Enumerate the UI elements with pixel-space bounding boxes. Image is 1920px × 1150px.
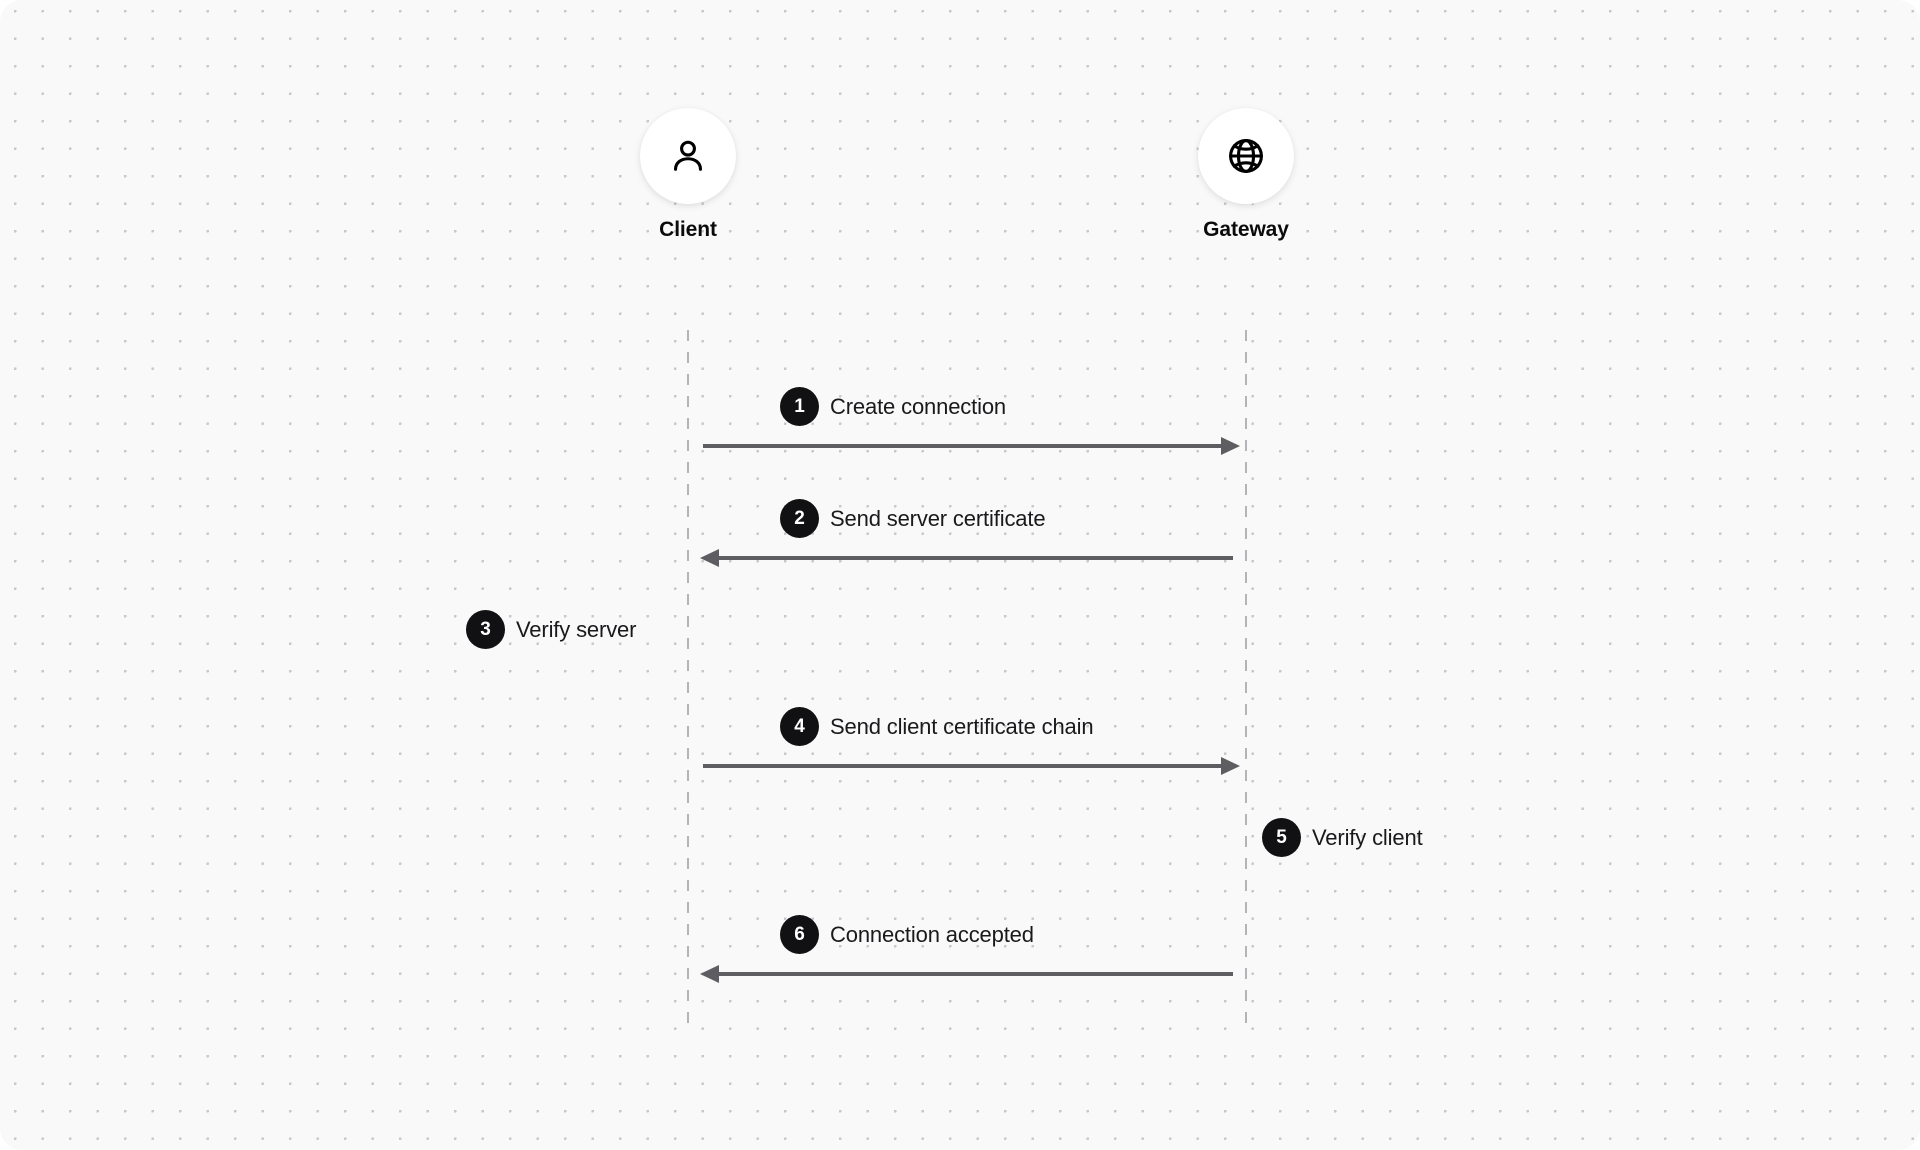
- arrow-shaft: [703, 444, 1225, 448]
- message-label-5[interactable]: 5 Verify client: [1262, 818, 1423, 857]
- arrow-shaft: [715, 556, 1233, 560]
- message-text-3: Verify server: [516, 616, 637, 642]
- step-badge-3: 3: [466, 610, 505, 649]
- arrow-head-left: [700, 965, 719, 983]
- message-label-6[interactable]: 6 Connection accepted: [780, 915, 1034, 954]
- step-badge-4: 4: [780, 707, 819, 746]
- client-avatar: [640, 108, 736, 204]
- lifeline-gateway: [1245, 330, 1247, 1028]
- gateway-avatar: [1198, 108, 1294, 204]
- message-label-3[interactable]: 3 Verify server: [466, 610, 636, 649]
- message-text-2: Send server certificate: [830, 505, 1046, 531]
- message-arrow-6: [700, 965, 1233, 983]
- lifeline-client: [687, 330, 689, 1028]
- arrow-shaft: [703, 764, 1225, 768]
- message-label-4[interactable]: 4 Send client certificate chain: [780, 707, 1094, 746]
- message-arrow-4: [703, 757, 1240, 775]
- participant-label-gateway: Gateway: [1203, 218, 1289, 241]
- arrow-head-right: [1221, 437, 1240, 455]
- message-label-1[interactable]: 1 Create connection: [780, 387, 1006, 426]
- step-badge-6: 6: [780, 915, 819, 954]
- arrow-head-right: [1221, 757, 1240, 775]
- message-text-5: Verify client: [1312, 824, 1423, 850]
- step-badge-5: 5: [1262, 818, 1301, 857]
- participant-client[interactable]: Client: [588, 108, 788, 242]
- user-icon: [666, 134, 710, 178]
- arrow-head-left: [700, 549, 719, 567]
- message-arrow-1: [703, 437, 1240, 455]
- globe-icon: [1224, 134, 1268, 178]
- step-badge-1: 1: [780, 387, 819, 426]
- message-text-4: Send client certificate chain: [830, 713, 1094, 739]
- message-label-2[interactable]: 2 Send server certificate: [780, 499, 1046, 538]
- message-text-1: Create connection: [830, 393, 1007, 419]
- message-text-6: Connection accepted: [830, 921, 1034, 947]
- message-arrow-2: [700, 549, 1233, 567]
- participant-label-client: Client: [659, 218, 717, 241]
- participant-gateway[interactable]: Gateway: [1146, 108, 1346, 242]
- step-badge-2: 2: [780, 499, 819, 538]
- arrow-shaft: [715, 972, 1233, 976]
